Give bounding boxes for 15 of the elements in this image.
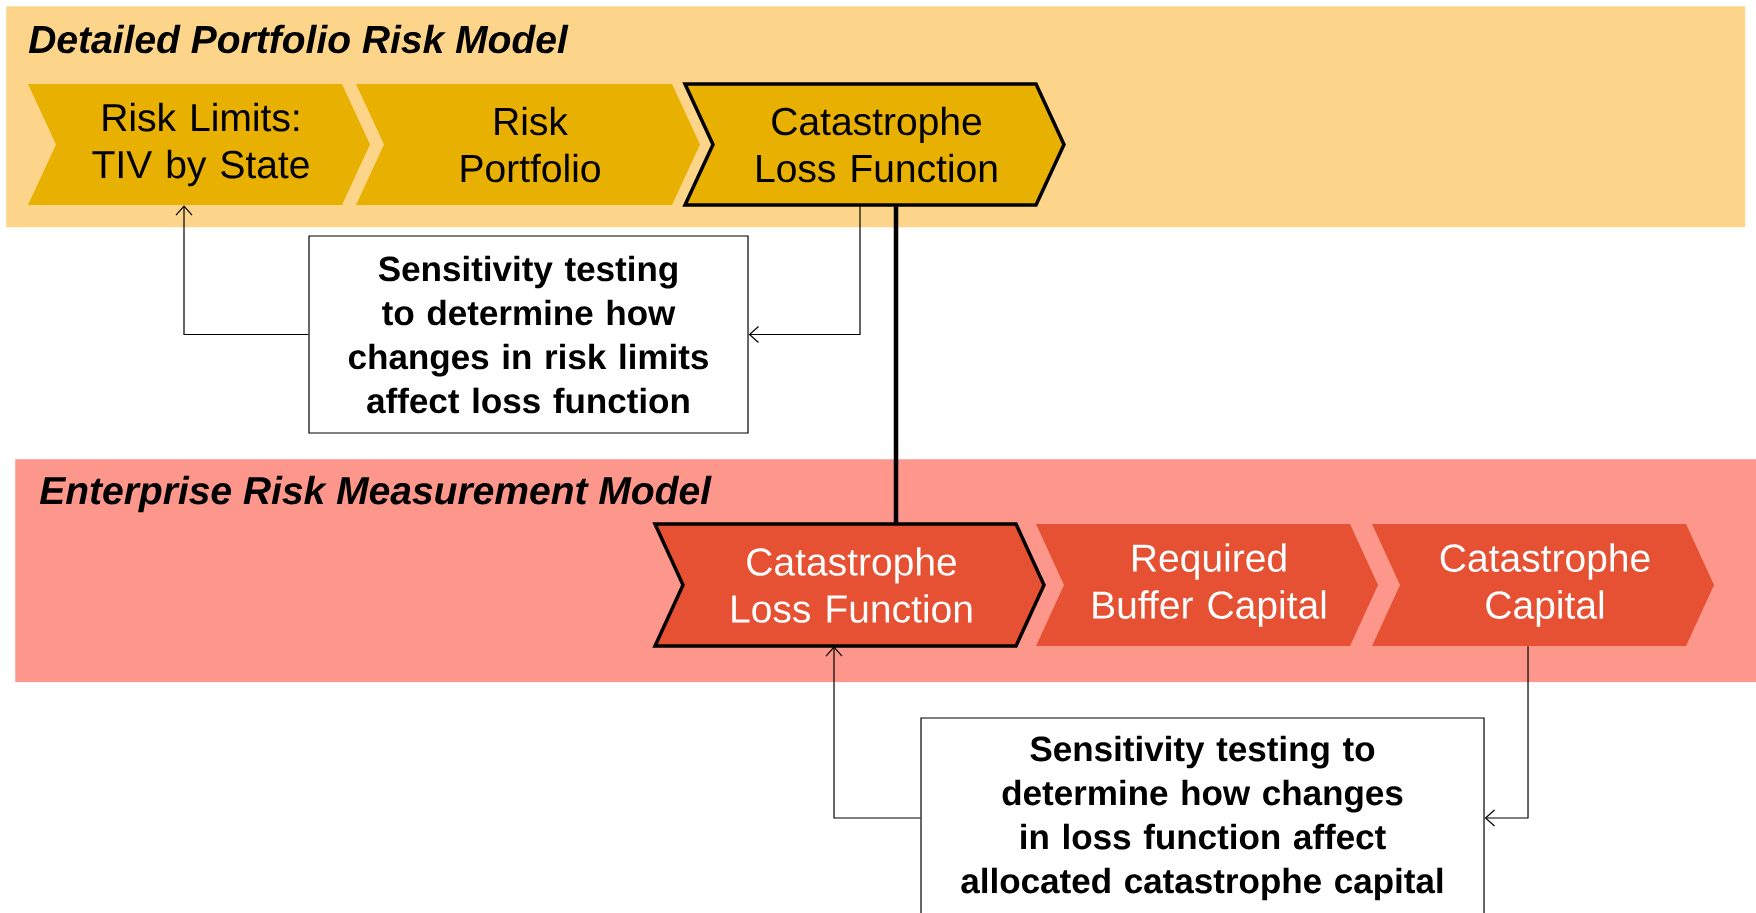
arrow — [175, 205, 309, 336]
text-box: Sensitivity testing to determine how changes in loss function affect allocated catastrophe capital — [920, 717, 1485, 913]
process-step: Catastrophe Capital — [1372, 524, 1714, 646]
connector-line — [893, 205, 899, 524]
process-step: Catastrophe Loss Function — [682, 82, 1066, 207]
text-box: Sensitivity testing to determine how changes in risk limits affect loss function — [308, 235, 749, 434]
lane-title: Enterprise Risk Measurement Model — [39, 475, 712, 513]
arrow — [1484, 645, 1529, 827]
process-step: Risk Limits: TIV by State — [28, 84, 370, 205]
arrow — [748, 204, 861, 344]
process-step: Risk Portfolio — [356, 84, 700, 205]
process-step: Required Buffer Capital — [1036, 524, 1378, 646]
lane-title: Detailed Portfolio Risk Model — [28, 24, 569, 54]
process-step: Catastrophe Loss Function — [652, 522, 1046, 648]
arrow — [825, 646, 921, 819]
